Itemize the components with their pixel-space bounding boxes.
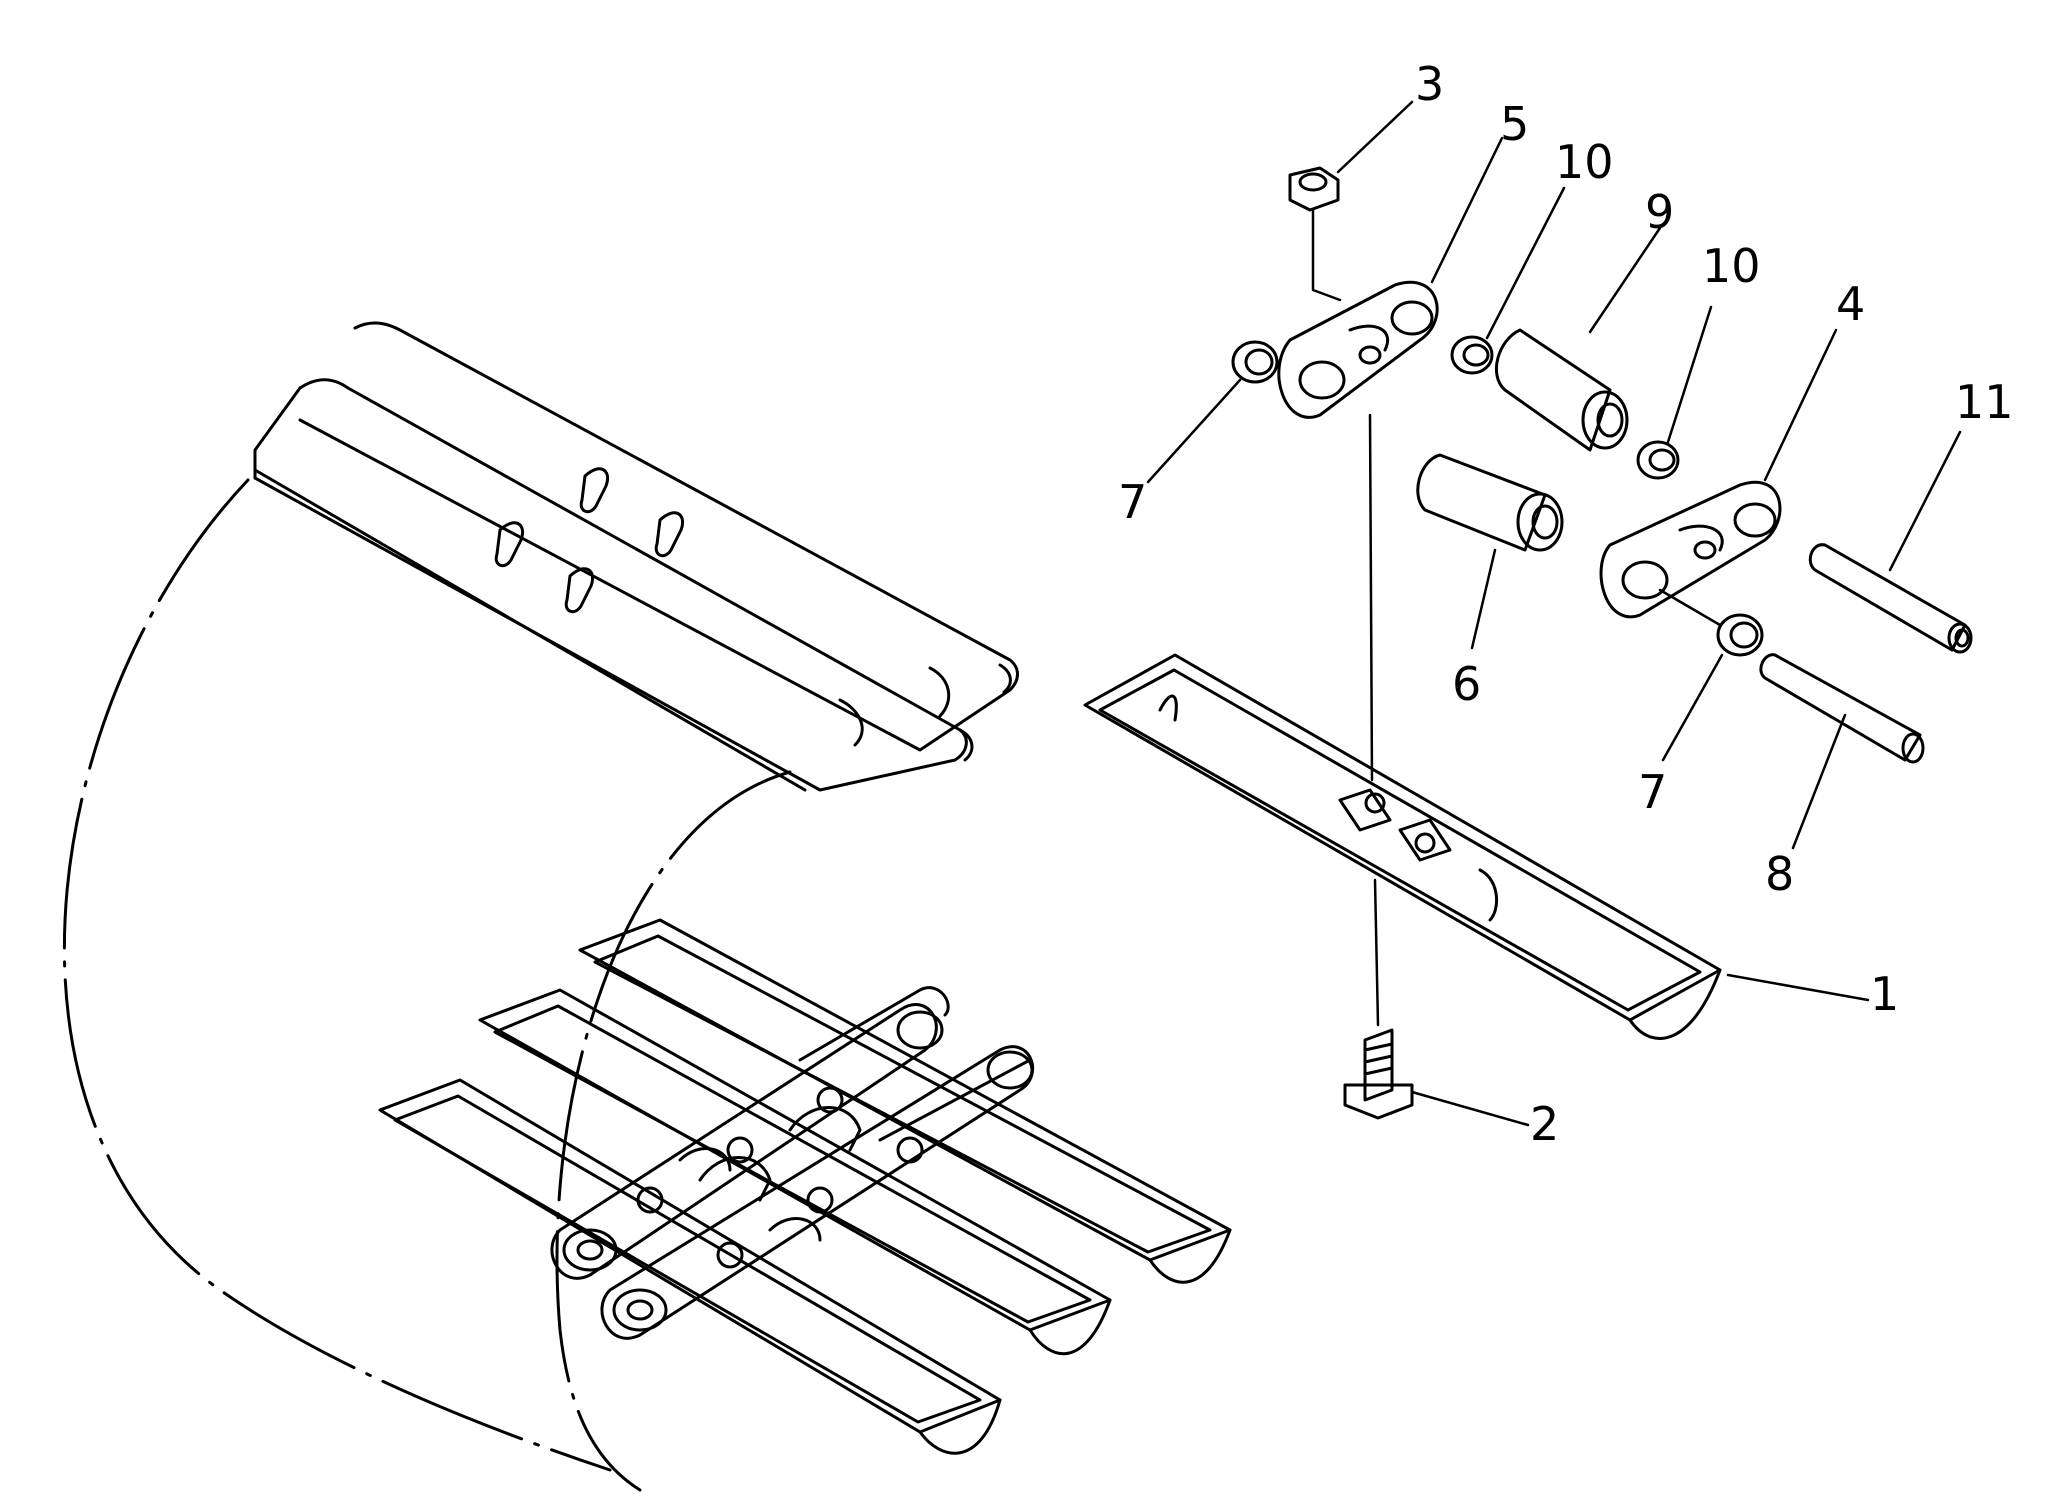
pin-part: [1759, 653, 1925, 764]
bushing-part: [1416, 453, 1564, 552]
callout-11: 11: [1955, 375, 2014, 429]
master-pin-part: [1808, 543, 1973, 654]
shoe-nut-part: [1288, 166, 1340, 212]
callout-5: 5: [1500, 97, 1529, 151]
assembled-track-chain: [63, 321, 1232, 1492]
track-outline-arc-outer: [63, 478, 612, 1472]
callout-6: 6: [1452, 657, 1481, 711]
shoe-bolt-part: [1343, 1028, 1414, 1120]
link-right-part: [1599, 480, 1782, 619]
callout-7-right: 7: [1638, 765, 1667, 819]
link-chain: [550, 986, 1035, 1340]
leader-lines: [1146, 100, 1962, 1127]
callout-10-right: 10: [1702, 239, 1761, 293]
track-shoe-part: [1083, 653, 1722, 1040]
callout-9: 9: [1645, 185, 1674, 239]
lower-track-shoes: [378, 918, 1232, 1455]
callout-7-left: 7: [1118, 475, 1147, 529]
callout-8: 8: [1765, 847, 1794, 901]
callout-4: 4: [1836, 277, 1865, 331]
assembly-lines: [1311, 208, 1722, 1027]
callout-10-left: 10: [1555, 135, 1614, 189]
track-outline-arc-inner: [555, 770, 792, 1492]
callout-3: 3: [1415, 57, 1444, 111]
callout-1: 1: [1870, 967, 1899, 1021]
spacer-parts: [1450, 335, 1680, 480]
callout-2: 2: [1530, 1097, 1559, 1151]
seal-parts: [1231, 340, 1764, 657]
upper-track-shoes: [253, 321, 1019, 792]
callout-labels: 1 2 3 4 5 6 7 7 8 9 10 10 11: [1118, 57, 2014, 1151]
master-bushing-part: [1495, 328, 1629, 452]
link-left-part: [1277, 280, 1439, 419]
